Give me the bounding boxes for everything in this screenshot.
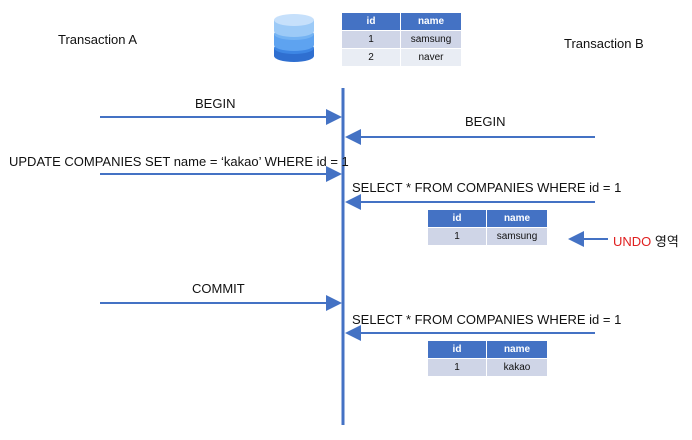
transaction-b-label: Transaction B [564, 36, 644, 51]
transaction-a-label: Transaction A [58, 32, 138, 47]
select-b2-label: SELECT * FROM COMPANIES WHERE id = 1 [352, 312, 622, 327]
result-table-2-cell: kakao [487, 359, 547, 376]
result-table-1: id name 1 samsung [427, 209, 548, 246]
result-table-1-header-id: id [428, 210, 486, 227]
db-table-cell: naver [401, 49, 461, 66]
begin-b-label: BEGIN [465, 114, 506, 129]
db-table-header-name: name [401, 13, 461, 30]
result-table-2-cell: 1 [428, 359, 486, 376]
begin-a-label: BEGIN [195, 96, 236, 111]
db-table: id name 1 samsung 2 naver [341, 12, 462, 67]
result-table-2-header-name: name [487, 341, 547, 358]
undo-area-text: 영역 [651, 234, 679, 249]
db-table-header-id: id [342, 13, 400, 30]
update-a-label: UPDATE COMPANIES SET name = ‘kakao’ WHER… [9, 154, 349, 169]
select-b1-label: SELECT * FROM COMPANIES WHERE id = 1 [352, 180, 622, 195]
result-table-1-header-name: name [487, 210, 547, 227]
result-table-2-header-id: id [428, 341, 486, 358]
db-table-cell: samsung [401, 31, 461, 48]
db-table-cell: 1 [342, 31, 400, 48]
result-table-1-cell: 1 [428, 228, 486, 245]
undo-label: UNDO [613, 234, 652, 249]
result-table-1-cell: samsung [487, 228, 547, 245]
db-table-cell: 2 [342, 49, 400, 66]
database-icon [274, 14, 314, 62]
undo-area-label: UNDO 영역 [613, 231, 679, 250]
result-table-2: id name 1 kakao [427, 340, 548, 377]
commit-a-label: COMMIT [192, 281, 245, 296]
